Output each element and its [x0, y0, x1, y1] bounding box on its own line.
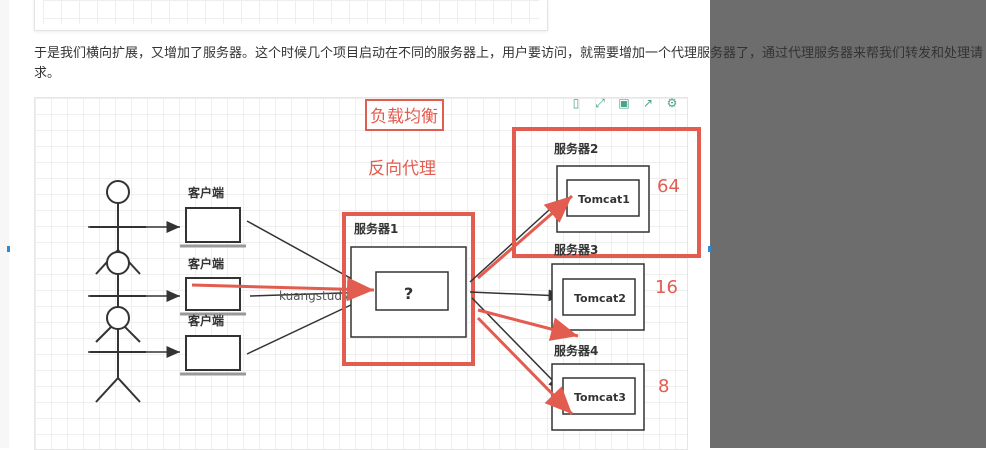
proxy-inner-box: [375, 271, 449, 311]
weight-16: 16: [655, 277, 678, 298]
resize-handle[interactable]: [708, 246, 711, 252]
tomcat3-label: Tomcat3: [574, 391, 626, 404]
watermark-text: kuangstudy: [279, 289, 349, 303]
article-paragraph: 于是我们横向扩展，又增加了服务器。这个时候几个项目启动在不同的服务器上，用户要访…: [34, 46, 984, 81]
previous-diagram-card: [34, 0, 548, 31]
red-arrow: [191, 277, 375, 302]
bookmark-icon[interactable]: ▯: [572, 96, 580, 110]
weight-64: 64: [657, 176, 680, 197]
server3-label: 服务器3: [554, 242, 598, 257]
tomcat1-label: Tomcat1: [578, 193, 630, 206]
client-label: 客户端: [187, 185, 224, 200]
client-label: 客户端: [187, 256, 224, 271]
diagram-toolbar: ▯ ⤢ ▣ ↗ ⚙: [566, 93, 688, 113]
reverse-proxy-title: 反向代理: [368, 159, 436, 179]
server2-highlight: [512, 127, 701, 258]
tomcat2-label: Tomcat2: [574, 292, 626, 305]
client-laptop: [180, 207, 246, 248]
left-margin: [0, 0, 9, 448]
proxy-label: 服务器1: [354, 221, 398, 236]
load-balance-border: [365, 99, 444, 131]
user-figure: [90, 306, 146, 403]
client-label: 客户端: [187, 313, 224, 328]
weight-8: 8: [658, 376, 669, 397]
server4-label: 服务器4: [554, 343, 598, 358]
expand-icon[interactable]: ⤢: [595, 95, 605, 110]
share-icon[interactable]: ↗: [642, 96, 654, 110]
tomcat3-box: [562, 377, 636, 415]
client-laptop: [180, 335, 246, 376]
server2-label: 服务器2: [554, 141, 598, 156]
save-icon[interactable]: ▣: [618, 96, 630, 110]
tomcat2-box: [562, 278, 636, 316]
proxy-symbol: ?: [404, 284, 413, 303]
dark-overlay: [710, 0, 986, 448]
red-arrow: [477, 308, 579, 341]
load-balance-title: 负载均衡: [370, 107, 438, 127]
red-arrow: [477, 194, 573, 280]
red-arrow: [476, 316, 574, 416]
client-laptop: [180, 277, 246, 316]
settings-icon[interactable]: ⚙: [666, 96, 678, 110]
resize-handle[interactable]: [7, 246, 10, 252]
tomcat1-box: [566, 179, 640, 217]
